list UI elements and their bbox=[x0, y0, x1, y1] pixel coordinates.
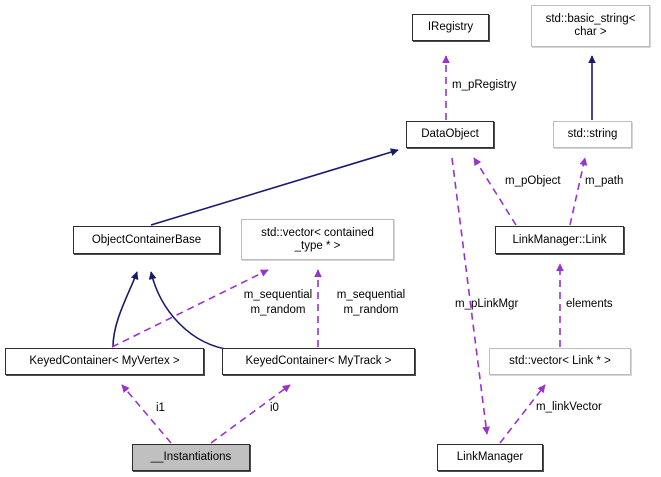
class-node-keyedcontainer-mytrack[interactable]: KeyedContainer< MyTrack > bbox=[222, 348, 415, 375]
edge-label-i0: i0 bbox=[270, 402, 279, 414]
class-node-dataobject[interactable]: DataObject bbox=[406, 121, 494, 148]
class-node-keyedcontainer-myvertex[interactable]: KeyedContainer< MyVertex > bbox=[5, 348, 204, 375]
edge-label-elements: elements bbox=[566, 298, 613, 310]
edge-dataobject-linkmanager bbox=[451, 157, 490, 435]
class-node-std-string[interactable]: std::string bbox=[553, 121, 632, 148]
edge-label-m-linkvector: m_linkVector bbox=[536, 401, 602, 413]
edge-keyedcontainer-mytrack-objectcontainerbase bbox=[148, 271, 233, 351]
class-node-std-vector-link[interactable]: std::vector< Link * > bbox=[489, 348, 631, 375]
edge-linkmanager-vectorlink bbox=[499, 384, 546, 444]
edge-keyedcontainer-myvertex-vector bbox=[111, 269, 269, 348]
class-node-iregistry[interactable]: IRegistry bbox=[412, 14, 489, 41]
class-node-std-vector-contained-type[interactable]: std::vector< contained _type * > bbox=[241, 219, 394, 260]
class-node-linkmanager[interactable]: LinkManager bbox=[437, 444, 543, 471]
edge-link-stdstring bbox=[569, 157, 588, 226]
class-node-objectcontainerbase[interactable]: ObjectContainerBase bbox=[73, 226, 220, 254]
class-node-linkmanager-link[interactable]: LinkManager::Link bbox=[495, 226, 624, 254]
edge-label-m-plinkmgr: m_pLinkMgr bbox=[455, 298, 519, 310]
edge-instantiations-myvertex bbox=[121, 384, 172, 444]
edge-label-m-path: m_path bbox=[585, 175, 624, 187]
edge-keyedcontainer-myvertex-objectcontainerbase bbox=[112, 271, 139, 348]
edge-label-m-pregistry: m_pRegistry bbox=[452, 79, 517, 91]
edge-label-m-sequential-m-random-mytrack: m_sequential m_random bbox=[336, 289, 406, 316]
edge-label-i1: i1 bbox=[156, 402, 165, 414]
edge-instantiations-mytrack bbox=[210, 384, 291, 444]
edge-label-m-sequential-m-random-myvertex: m_sequential m_random bbox=[243, 289, 313, 316]
edge-link-dataobject bbox=[473, 157, 517, 226]
class-node-std-basic-string[interactable]: std::basic_string< char > bbox=[531, 5, 650, 47]
edge-objectcontainerbase-dataobject bbox=[150, 148, 399, 226]
edge-label-m-pobject: m_pObject bbox=[505, 175, 561, 187]
class-node-instantiations[interactable]: __Instantiations bbox=[132, 444, 250, 471]
